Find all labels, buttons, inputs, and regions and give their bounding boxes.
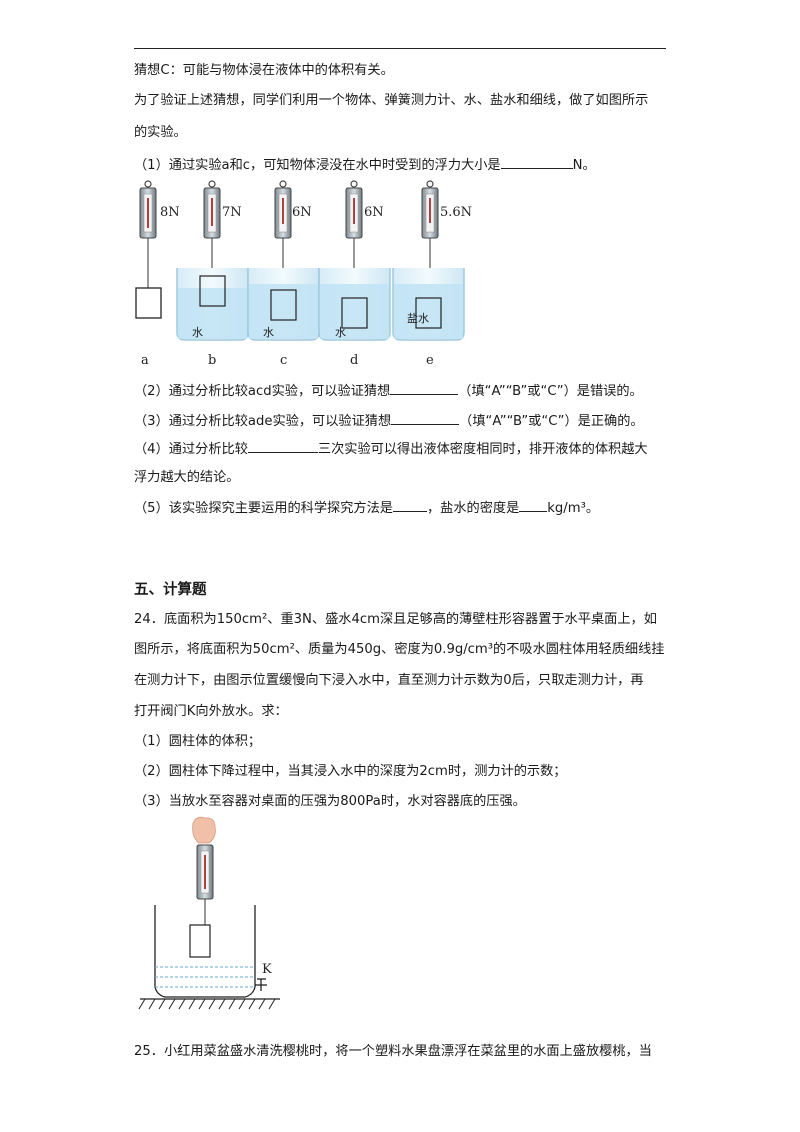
label-e: e (426, 353, 434, 368)
problem-24-line-3: 在测力计下，由图示位置缓慢向下浸入水中，直至测力计示数为0后，只取走测力计，再 (134, 673, 644, 688)
answer-blank-4[interactable] (247, 439, 318, 453)
problem-25-line-1: 25．小红用菜盆盛水清洗樱桃时，将一个塑料水果盘漂浮在菜盆里的水面上盛放樱桃，当 (134, 1044, 652, 1059)
question-1: （1）通过实验a和c，可知物体浸没在水中时受到的浮力大小是 N。 (134, 155, 596, 175)
reading-b: 7N (222, 205, 242, 220)
section-heading: 五、计算题 (134, 582, 207, 598)
question-3-tail: （填“A”“B”或“C”）是正确的。 (459, 414, 644, 429)
question-5-text: （5）该实验探究主要运用的科学探究方法是 (134, 501, 393, 516)
reading-d: 6N (364, 205, 384, 220)
setup-c (247, 180, 320, 341)
reading-c: 6N (292, 205, 312, 220)
question-5-unit: kg/m³。 (547, 501, 600, 516)
liquid-c: 水 (263, 326, 274, 339)
question-1-unit: N。 (572, 158, 596, 173)
intro-line-1: 为了验证上述猜想，同学们利用一个物体、弹簧测力计、水、盐水和细线，做了如图所示 (134, 93, 649, 108)
problem-24-line-4: 打开阀门K向外放水。求： (134, 704, 288, 719)
problem-24-q2: （2）圆柱体下降过程中，当其浸入水中的深度为2cm时，测力计的示数； (134, 764, 567, 779)
answer-blank-1[interactable] (500, 155, 573, 169)
setup-d (318, 180, 391, 341)
question-3: （3）通过分析比较ade实验，可以验证猜想 （填“A”“B”或“C”）是正确的。 (134, 411, 644, 431)
intro-line-2: 的实验。 (134, 125, 187, 140)
buoyancy-experiment-figure: 8N 7N 水 6N 水 6N 水 (135, 180, 472, 368)
question-4: （4）通过分析比较 三次实验可以得出液体密度相同时，排开液体的体积越大 (134, 439, 648, 459)
setup-e (392, 180, 465, 341)
liquid-e: 盐水 (407, 312, 429, 325)
container-valve-figure: K (138, 816, 280, 1010)
question-1-text: （1）通过实验a和c，可知物体浸没在水中时受到的浮力大小是 (134, 158, 501, 173)
answer-blank-5a[interactable] (392, 498, 427, 512)
hypothesis-c: 猜想C：可能与物体浸在液体中的体积有关。 (134, 63, 394, 78)
label-a: a (141, 353, 149, 368)
question-5: （5）该实验探究主要运用的科学探究方法是 ，盐水的密度是 kg/m³。 (134, 498, 599, 518)
question-2: （2）通过分析比较acd实验，可以验证猜想 （填“A”“B”或“C”）是错误的。 (134, 381, 643, 401)
liquid-d: 水 (335, 326, 346, 339)
problem-24-q1: （1）圆柱体的体积； (134, 734, 262, 749)
question-5-mid: ，盐水的密度是 (426, 501, 520, 516)
label-c: c (280, 353, 287, 368)
answer-blank-2[interactable] (390, 381, 459, 395)
setup-a (135, 180, 162, 319)
question-3-text: （3）通过分析比较ade实验，可以验证猜想 (134, 414, 392, 429)
question-4-cont: 浮力越大的结论。 (134, 470, 240, 485)
reading-e: 5.6N (440, 205, 472, 220)
valve-label: K (262, 962, 272, 977)
label-d: d (350, 353, 358, 368)
question-2-tail: （填“A”“B”或“C”）是错误的。 (458, 384, 643, 399)
answer-blank-3[interactable] (391, 411, 460, 425)
reading-a: 8N (160, 205, 180, 220)
setup-b (176, 180, 249, 341)
liquid-b: 水 (192, 326, 203, 339)
question-2-text: （2）通过分析比较acd实验，可以验证猜想 (134, 384, 391, 399)
question-4-text: （4）通过分析比较 (134, 442, 248, 457)
label-b: b (208, 353, 216, 368)
question-4-tail: 三次实验可以得出液体密度相同时，排开液体的体积越大 (317, 442, 648, 457)
top-rule (134, 48, 666, 49)
hand-icon (192, 816, 216, 844)
problem-24-line-1: 24．底面积为150cm²、重3N、盛水4cm深且足够高的薄壁柱形容器置于水平桌… (134, 612, 657, 627)
answer-blank-5b[interactable] (519, 498, 548, 512)
problem-24-q3: （3）当放水至容器对桌面的压强为800Pa时，水对容器底的压强。 (134, 794, 526, 809)
problem-24-line-2: 图所示，将底面积为50cm²、质量为450g、密度为0.9g/cm³的不吸水圆柱… (134, 642, 665, 657)
